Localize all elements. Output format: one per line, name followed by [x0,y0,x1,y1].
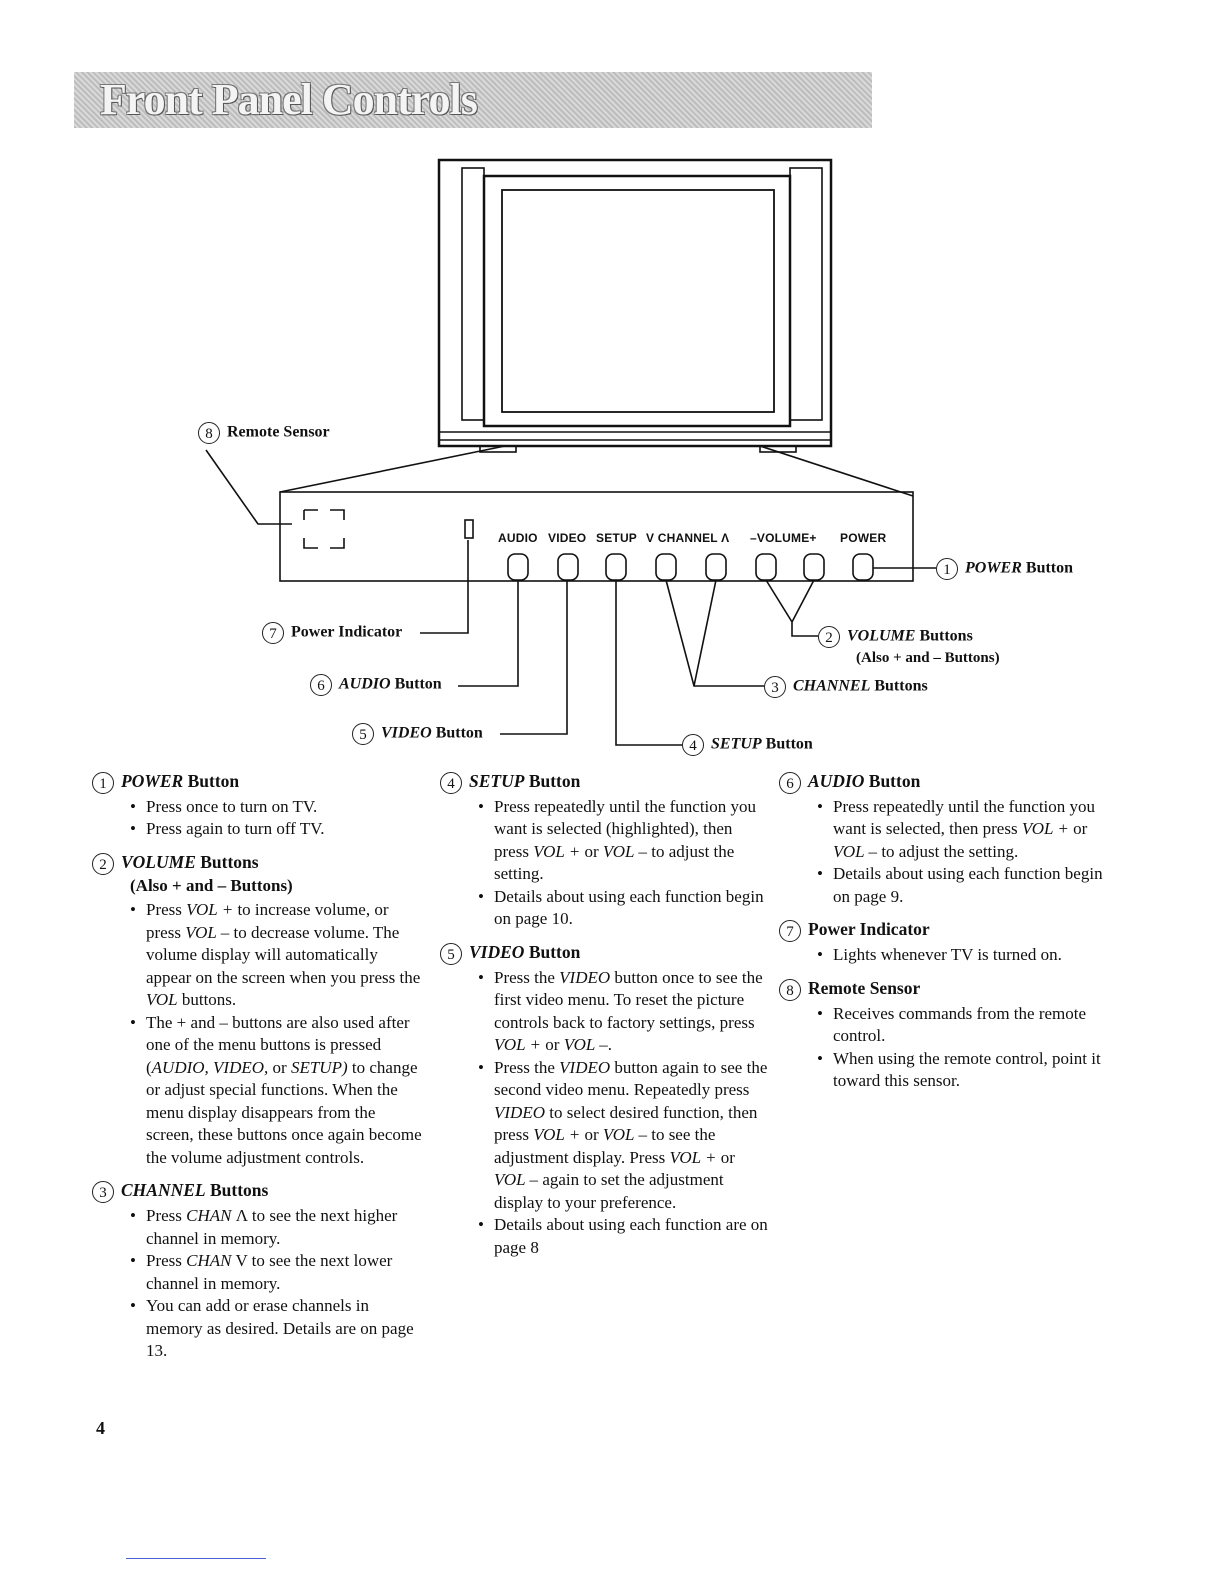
front-panel [279,491,914,582]
screen-frame [482,174,792,428]
list-item: Press VOL + to increase volume, or press… [130,899,422,1012]
list-item: The + and – buttons are also used after … [130,1012,422,1170]
list-item: Press repeatedly until the function you … [817,796,1109,864]
list-item: Press the VIDEO button again to see the … [478,1057,770,1215]
power-indicator-led [464,519,474,539]
item-subheading: (Also + and – Buttons) [130,875,293,895]
list-item: You can add or erase channels in memory … [130,1295,422,1363]
list-item: Press repeatedly until the function you … [478,796,770,886]
panel-label-video: VIDEO [548,531,587,545]
list-item: Details about using each function begin … [817,863,1109,908]
list-item: Press CHAN Λ to see the next higher chan… [130,1205,422,1250]
list-item: When using the remote control, point it … [817,1048,1109,1093]
footer-divider [126,1558,266,1559]
list-item: Lights whenever TV is turned on. [817,944,1109,967]
left-speaker [461,167,485,421]
page-number: 4 [96,1418,105,1438]
list-item: Press again to turn off TV. [130,818,422,841]
panel-label-setup: SETUP [596,531,638,545]
panel-label-channel: V CHANNEL Λ [646,531,730,545]
panel-label-volume: –VOLUME+ [750,531,817,545]
list-item: Details about using each function are on… [478,1214,770,1259]
list-item: Receives commands from the remote contro… [817,1003,1109,1048]
header-banner: Front Panel Controls [74,72,872,128]
page-title: Front Panel Controls [100,75,478,124]
right-speaker [789,167,823,421]
list-item: Press CHAN V to see the next lower chann… [130,1250,422,1295]
panel-buttons [507,553,874,581]
tv-front-panel-diagram: AUDIO VIDEO SETUP V CHANNEL Λ –VOLUME+ P… [0,150,1224,760]
panel-label-power: POWER [840,531,887,545]
tv-illustration [205,158,936,746]
panel-label-audio: AUDIO [498,531,538,545]
screen [501,189,775,413]
list-item: Press the VIDEO button once to see the f… [478,967,770,1057]
list-item: Press once to turn on TV. [130,796,422,819]
tv-cabinet [437,158,833,448]
list-item: Details about using each function begin … [478,886,770,931]
